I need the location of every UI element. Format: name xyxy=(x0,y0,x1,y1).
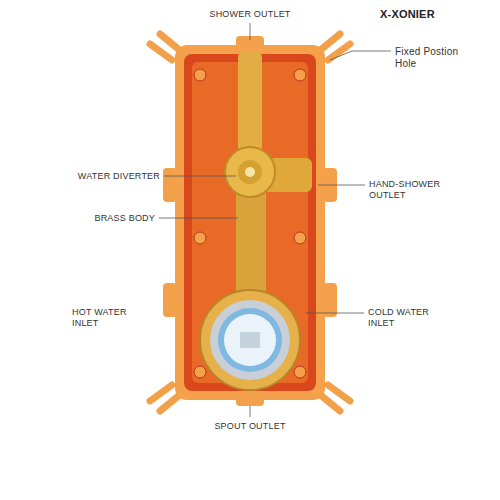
part-label: Fixed Postion Hole xyxy=(395,46,465,70)
brand-logo: X-XONIER xyxy=(380,8,490,21)
part-label: BRASS BODY xyxy=(30,213,155,224)
part-label: SHOWER OUTLET xyxy=(185,9,315,20)
part-label: SPOUT OUTLET xyxy=(185,421,315,432)
part-label: WATER DIVERTER xyxy=(30,171,160,182)
part-label: COLD WATER INLET xyxy=(368,307,438,329)
part-label: HOT WATER INLET xyxy=(72,307,138,329)
part-label: HAND-SHOWER OUTLET xyxy=(369,179,447,201)
